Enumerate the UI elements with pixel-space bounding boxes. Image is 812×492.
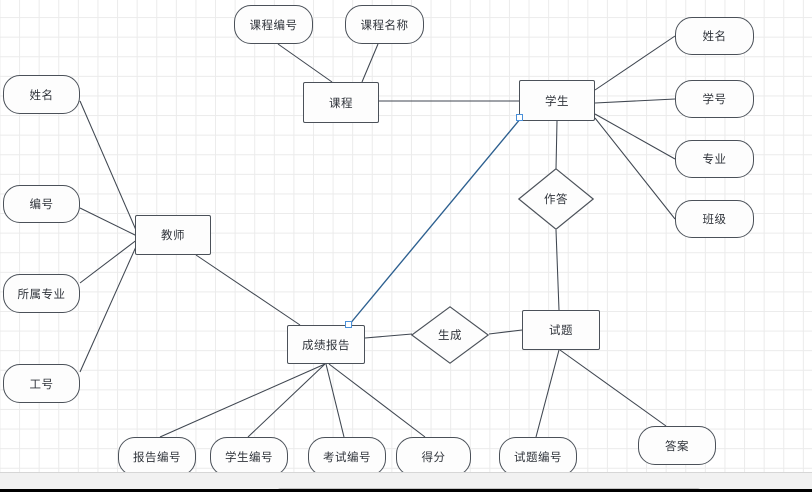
attribute-stu-major[interactable]: 专业 — [675, 140, 754, 178]
node-label: 课程 — [329, 97, 353, 110]
edge-student-to-stu-name[interactable] — [594, 35, 676, 91]
edge-report-to-rep-examno[interactable] — [325, 363, 345, 438]
attribute-course-name[interactable]: 课程名称 — [345, 5, 424, 44]
node-label: 班级 — [702, 214, 727, 226]
edge-student-to-stu-class[interactable] — [594, 117, 676, 220]
node-label: 成绩报告 — [302, 339, 350, 352]
relationship-answer[interactable]: 作答 — [518, 168, 594, 230]
edge-student-to-answer[interactable] — [555, 120, 558, 170]
entity-course[interactable]: 课程 — [303, 82, 379, 123]
node-label: 学生 — [545, 95, 569, 108]
relationship-generate[interactable]: 生成 — [411, 306, 489, 364]
node-label: 得分 — [421, 451, 446, 464]
edge-report-to-rep-score[interactable] — [328, 363, 426, 438]
node-label: 报告编号 — [133, 451, 181, 464]
node-label: 答案 — [665, 440, 689, 453]
node-label: 专业 — [702, 154, 727, 166]
node-label: 考试编号 — [323, 451, 371, 464]
edge-report-to-rep-no[interactable] — [159, 363, 326, 438]
node-label: 学生编号 — [225, 451, 273, 464]
entity-teacher[interactable]: 教师 — [135, 215, 211, 255]
attribute-tea-jobno[interactable]: 工号 — [3, 364, 80, 403]
window-edge-strip — [0, 489, 812, 492]
attribute-rep-stuno[interactable]: 学生编号 — [210, 437, 288, 472]
entity-student[interactable]: 学生 — [519, 80, 595, 121]
edge-course-name-to-course[interactable] — [361, 43, 379, 83]
edge-report-to-rep-stuno[interactable] — [247, 363, 326, 438]
attribute-stu-no[interactable]: 学号 — [675, 80, 754, 118]
node-label: 所属专业 — [17, 288, 66, 301]
attribute-rep-score[interactable]: 得分 — [396, 437, 471, 472]
attribute-rep-no[interactable]: 报告编号 — [118, 437, 196, 472]
attribute-tea-name[interactable]: 姓名 — [3, 75, 80, 114]
relationship-label: 生成 — [438, 330, 462, 342]
entity-exam[interactable]: 试题 — [522, 310, 600, 350]
diagram-canvas[interactable]: 课程学生教师成绩报告试题课程编号课程名称姓名学号专业班级姓名编号所属专业工号报告… — [0, 0, 812, 472]
edge-layer — [79, 35, 676, 438]
attribute-stu-name[interactable]: 姓名 — [675, 17, 754, 55]
attribute-tea-major[interactable]: 所属专业 — [3, 274, 80, 313]
relationship-label: 作答 — [544, 194, 568, 206]
attribute-stu-class[interactable]: 班级 — [675, 200, 754, 238]
edge-report-to-student[interactable] — [348, 117, 522, 326]
edge-report-to-generate[interactable] — [364, 333, 413, 339]
node-label: 工号 — [29, 378, 54, 391]
node-label: 姓名 — [702, 31, 727, 43]
node-label: 课程名称 — [360, 19, 409, 32]
edge-student-to-stu-no[interactable] — [594, 98, 676, 104]
entity-report[interactable]: 成绩报告 — [287, 325, 365, 364]
node-label: 学号 — [702, 94, 727, 106]
edge-tea-jobno-to-teacher[interactable] — [79, 239, 140, 373]
edge-tea-major-to-teacher[interactable] — [79, 238, 139, 284]
edge-selection-handle-2[interactable] — [516, 114, 523, 121]
edge-exam-to-exam-no[interactable] — [535, 349, 560, 438]
diamond-shape — [518, 168, 594, 230]
edge-tea-name-to-teacher[interactable] — [79, 100, 140, 238]
node-label: 教师 — [161, 230, 185, 242]
edge-course-no-to-course[interactable] — [277, 43, 333, 83]
attribute-exam-no[interactable]: 试题编号 — [499, 437, 577, 472]
attribute-course-no[interactable]: 课程编号 — [234, 5, 313, 44]
attribute-exam-answer[interactable]: 答案 — [638, 426, 716, 465]
node-label: 课程编号 — [249, 19, 298, 32]
node-label: 编号 — [29, 199, 54, 211]
edge-selection-handle-1[interactable] — [345, 321, 352, 328]
node-label: 姓名 — [29, 89, 54, 102]
edge-tea-no-to-teacher[interactable] — [79, 207, 138, 237]
edge-teacher-to-report[interactable] — [195, 254, 301, 326]
node-label: 试题 — [549, 325, 573, 337]
edge-student-to-stu-major[interactable] — [594, 113, 676, 160]
edge-exam-to-exam-answer[interactable] — [559, 349, 667, 427]
node-label: 试题编号 — [514, 451, 562, 464]
attribute-tea-no[interactable]: 编号 — [3, 185, 80, 223]
attribute-rep-examno[interactable]: 考试编号 — [308, 437, 386, 472]
edge-generate-to-exam[interactable] — [488, 329, 523, 335]
edge-answer-to-exam[interactable] — [555, 229, 560, 311]
diamond-shape — [411, 306, 489, 364]
